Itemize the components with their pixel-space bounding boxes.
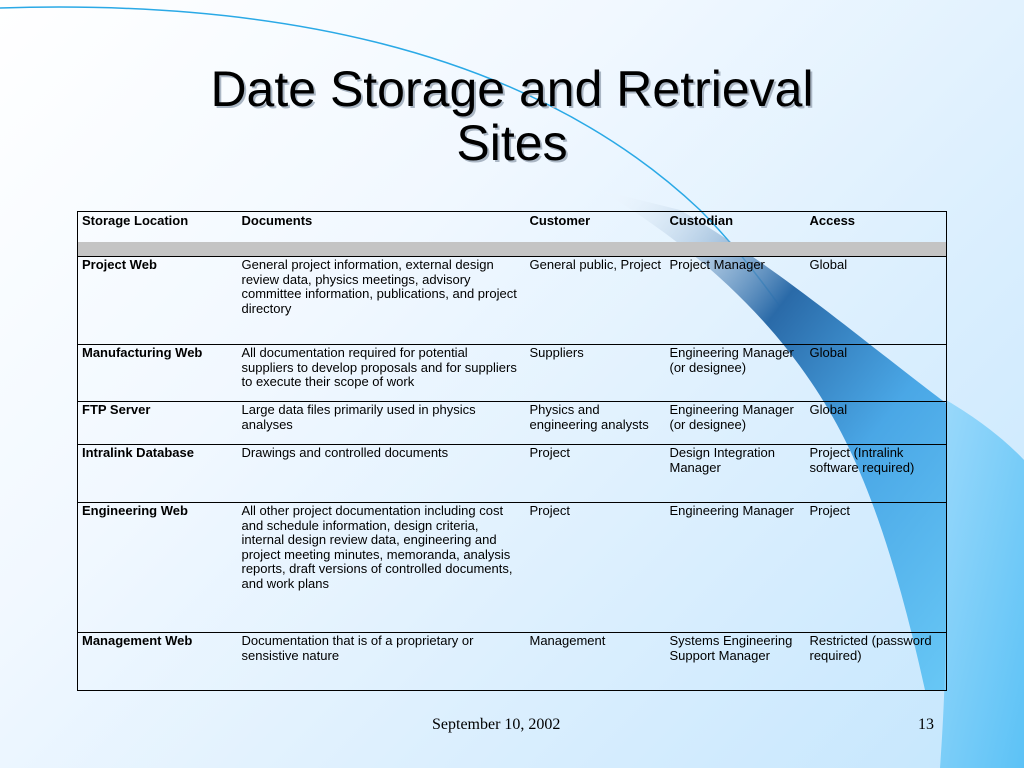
cell-documents: General project information, external de… xyxy=(237,256,526,345)
table-row: Intralink Database Drawings and controll… xyxy=(77,444,947,503)
header-access: Access xyxy=(809,213,856,228)
ribbon-light-band xyxy=(940,400,1024,768)
cell-storage-location: Project Web xyxy=(77,256,238,345)
slide-title-line-1: Date Storage and Retrieval xyxy=(210,61,814,117)
slide-title: Date Storage and Retrieval Sites xyxy=(0,62,1024,170)
header-storage-location: Storage Location xyxy=(82,213,189,228)
cell-custodian: Engineering Manager (or designee) xyxy=(665,344,806,402)
cell-custodian: Systems Engineering Support Manager xyxy=(665,632,806,691)
cell-custodian: Engineering Manager xyxy=(665,502,806,633)
table-row: Engineering Web All other project docume… xyxy=(77,502,947,633)
cell-storage-location: Manufacturing Web xyxy=(77,344,238,402)
cell-documents: All documentation required for potential… xyxy=(237,344,526,402)
table-row: Manufacturing Web All documentation requ… xyxy=(77,344,947,402)
header-customer: Customer xyxy=(529,213,591,228)
page-number: 13 xyxy=(918,716,934,733)
cell-customer: General public, Project xyxy=(525,256,666,345)
cell-access: Project (Intralink software required) xyxy=(805,444,947,503)
cell-storage-location: Engineering Web xyxy=(77,502,238,633)
header-custodian: Custodian xyxy=(669,213,734,228)
header-shade-band xyxy=(77,242,947,257)
cell-customer: Management xyxy=(525,632,666,691)
cell-customer: Project xyxy=(525,502,666,633)
table-row: Management Web Documentation that is of … xyxy=(77,632,947,691)
slide-title-line-2: Sites xyxy=(456,115,568,171)
cell-storage-location: Intralink Database xyxy=(77,444,238,503)
cell-custodian: Engineering Manager (or designee) xyxy=(665,401,806,445)
cell-customer: Physics and engineering analysts xyxy=(525,401,666,445)
cell-customer: Suppliers xyxy=(525,344,666,402)
cell-access: Global xyxy=(805,256,947,345)
cell-access: Global xyxy=(805,344,947,402)
cell-storage-location: Management Web xyxy=(77,632,238,691)
cell-documents: Drawings and controlled documents xyxy=(237,444,526,503)
cell-storage-location: FTP Server xyxy=(77,401,238,445)
table-row: FTP Server Large data files primarily us… xyxy=(77,401,947,445)
footer-date: September 10, 2002 xyxy=(432,716,561,733)
table-row: Project Web General project information,… xyxy=(77,256,947,345)
cell-documents: Large data files primarily used in physi… xyxy=(237,401,526,445)
cell-access: Project xyxy=(805,502,947,633)
cell-custodian: Project Manager xyxy=(665,256,806,345)
cell-custodian: Design Integration Manager xyxy=(665,444,806,503)
header-documents: Documents xyxy=(241,213,313,228)
cell-documents: Documentation that is of a proprietary o… xyxy=(237,632,526,691)
cell-customer: Project xyxy=(525,444,666,503)
cell-documents: All other project documentation includin… xyxy=(237,502,526,633)
table-header-row: Storage Location Documents Customer Cust… xyxy=(78,212,947,243)
cell-access: Global xyxy=(805,401,947,445)
storage-sites-table: Storage Location Documents Customer Cust… xyxy=(77,211,947,691)
cell-access: Restricted (password required) xyxy=(805,632,947,691)
